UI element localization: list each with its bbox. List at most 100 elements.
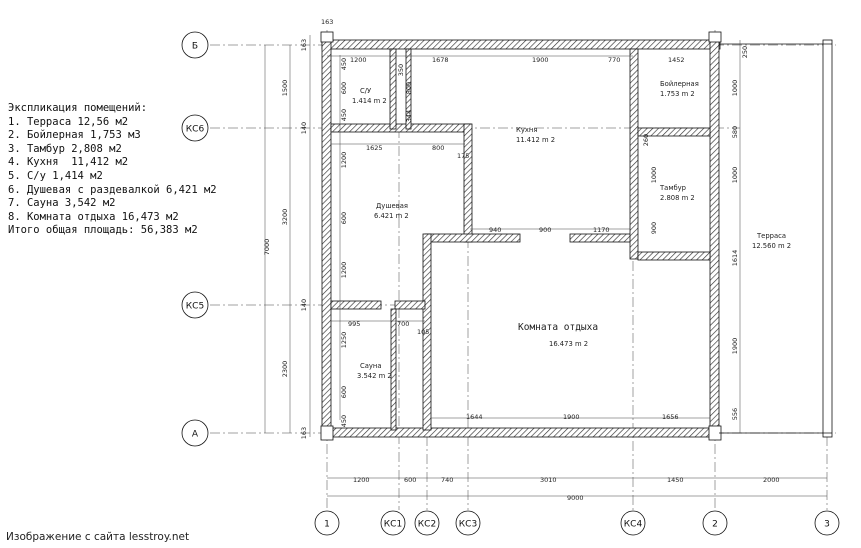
axis-label-kc2: КС2 — [418, 520, 436, 530]
room-boiler-area: 1.753 m 2 — [660, 90, 695, 98]
dim-top-wall-4: 770 — [608, 56, 620, 64]
dim-inner-8: 600 — [340, 386, 348, 398]
axis-label-kc3: КС3 — [459, 520, 477, 530]
dim-bottom-4: 3010 — [540, 476, 557, 484]
axis-label-b: Б — [192, 42, 198, 52]
room-sauna-area: 3.542 m 2 — [357, 372, 392, 380]
room-su-name: С/У — [360, 87, 372, 95]
dim-kc5-1: 995 — [348, 320, 360, 328]
dim-top-wall-2: 1678 — [432, 56, 449, 64]
dim-mid-1: 940 — [489, 226, 501, 234]
dim-left-small-1: 163 — [300, 39, 308, 51]
walls — [320, 31, 833, 441]
dim-top-wall-5: 1452 — [668, 56, 685, 64]
room-shower-name: Душевая — [376, 202, 408, 210]
dim-bottom-2: 600 — [404, 476, 416, 484]
dim-tambur-3: 900 — [650, 222, 658, 234]
dim-left-small-3: 140 — [300, 299, 308, 311]
dim-bottom-6: 2000 — [763, 476, 780, 484]
dim-right-3: 1000 — [731, 167, 739, 184]
room-shower-area: 6.421 m 2 — [374, 212, 409, 220]
room-sauna-name: Сауна — [360, 362, 382, 370]
dim-kc6-1: 1625 — [366, 144, 383, 152]
explication-item-1: 1. Терраса 12,56 м2 — [8, 115, 129, 128]
axis-label-1: 1 — [324, 520, 330, 530]
dim-right-small: 250 — [741, 46, 749, 58]
dim-inner-3: 450 — [340, 109, 348, 121]
dim-bottom-wall-2: 1900 — [563, 413, 580, 421]
explication-item-4: 4. Кухня 11,412 м2 — [8, 156, 129, 169]
dim-left-small-2: 140 — [300, 122, 308, 134]
dim-inner-1: 450 — [340, 58, 348, 70]
dim-inner-7: 1250 — [340, 332, 348, 349]
dim-right-6: 556 — [731, 408, 739, 420]
dim-left-seg-2: 3200 — [281, 209, 289, 226]
dim-su-2: 800 — [405, 82, 413, 94]
explication-item-6: 6. Душевая с раздевалкой 6,421 м2 — [8, 183, 217, 196]
dim-inner-4: 1200 — [340, 152, 348, 169]
explication-title: Экспликация помещений: — [8, 102, 148, 114]
dim-left-small-4: 163 — [300, 427, 308, 439]
room-terrace-name: Терраса — [756, 232, 786, 240]
explication-item-8: 8. Комната отдыха 16,473 м2 — [8, 210, 179, 223]
room-tambur-name: Тамбур — [659, 184, 686, 192]
dim-left-outer: 7000 — [263, 239, 271, 256]
axis-label-a: А — [192, 430, 199, 440]
room-terrace-area: 12.560 m 2 — [752, 242, 791, 250]
dim-kc5-3: 105 — [417, 328, 429, 336]
dim-inner-9: 450 — [340, 415, 348, 427]
explication-total: Итого общая площадь: 56,383 м2 — [8, 224, 198, 237]
room-tambur-area: 2.808 m 2 — [660, 194, 695, 202]
dimension-texts: 163 1200 1678 1900 770 1452 1625 800 175… — [263, 18, 780, 502]
axis-label-3: 3 — [824, 520, 830, 530]
dim-bottom-wall-1: 1644 — [466, 413, 483, 421]
explication-block: Экспликация помещений:1. Терраса 12,56 м… — [8, 102, 217, 238]
dim-top-163: 163 — [321, 18, 333, 26]
dim-kc6-3: 175 — [457, 152, 469, 160]
explication-item-7: 7. Сауна 3,542 м2 — [8, 197, 116, 210]
room-su-area: 1.414 m 2 — [352, 97, 387, 105]
dim-inner-6: 1200 — [340, 262, 348, 279]
dim-mid-2: 900 — [539, 226, 551, 234]
dim-bottom-3: 740 — [441, 476, 453, 484]
room-kitchen-name: Кухня — [516, 126, 537, 134]
dim-tambur-1: 260 — [642, 134, 650, 146]
explication-item-2: 2. Бойлерная 1,753 м3 — [8, 129, 141, 142]
dim-left-seg-3: 2300 — [281, 361, 289, 378]
axis-label-kc4: КС4 — [624, 520, 643, 530]
room-rest-name: Комната отдыха — [518, 322, 598, 333]
dim-mid-3: 1170 — [593, 226, 610, 234]
room-labels: С/У 1.414 m 2 Бойлерная 1.753 m 2 Кухня … — [352, 80, 791, 380]
axis-label-kc5: КС5 — [186, 302, 204, 312]
dim-su-3: 344 — [405, 110, 413, 122]
dim-left-seg-1: 1500 — [281, 80, 289, 97]
dim-right-1: 1000 — [731, 80, 739, 97]
dim-inner-5: 600 — [340, 212, 348, 224]
dimension-lines — [264, 35, 827, 497]
axis-label-kc6: КС6 — [186, 125, 205, 135]
dim-bottom-1: 1200 — [353, 476, 370, 484]
dim-right-2: 580 — [731, 126, 739, 138]
explication-item-3: 3. Тамбур 2,808 м2 — [8, 142, 122, 155]
dim-right-4: 1614 — [731, 250, 739, 267]
dim-top-wall-3: 1900 — [532, 56, 549, 64]
dim-inner-2: 600 — [340, 82, 348, 94]
room-rest-area: 16.473 m 2 — [549, 340, 588, 348]
dim-top-wall-1: 1200 — [350, 56, 367, 64]
axis-marker-rows: Б КС6 КС5 А — [181, 31, 209, 447]
dim-right-5: 1900 — [731, 338, 739, 355]
axis-marker-cols: 1 КС1 КС2 КС3 КС4 2 3 — [314, 510, 840, 536]
dim-tambur-2: 1000 — [650, 167, 658, 184]
source-caption: Изображение с сайта lesstroy.net — [6, 531, 190, 543]
dim-kc5-2: 700 — [397, 320, 409, 328]
dim-su-1: 350 — [397, 64, 405, 76]
room-boiler-name: Бойлерная — [660, 80, 699, 88]
room-kitchen-area: 11.412 m 2 — [516, 136, 555, 144]
dim-bottom-5: 1450 — [667, 476, 684, 484]
explication-item-5: 5. С/у 1,414 м2 — [8, 169, 103, 182]
dim-kc6-2: 800 — [432, 144, 444, 152]
axis-label-2: 2 — [712, 520, 718, 530]
dim-bottom-total: 9000 — [567, 494, 584, 502]
axis-label-kc1: КС1 — [384, 520, 402, 530]
